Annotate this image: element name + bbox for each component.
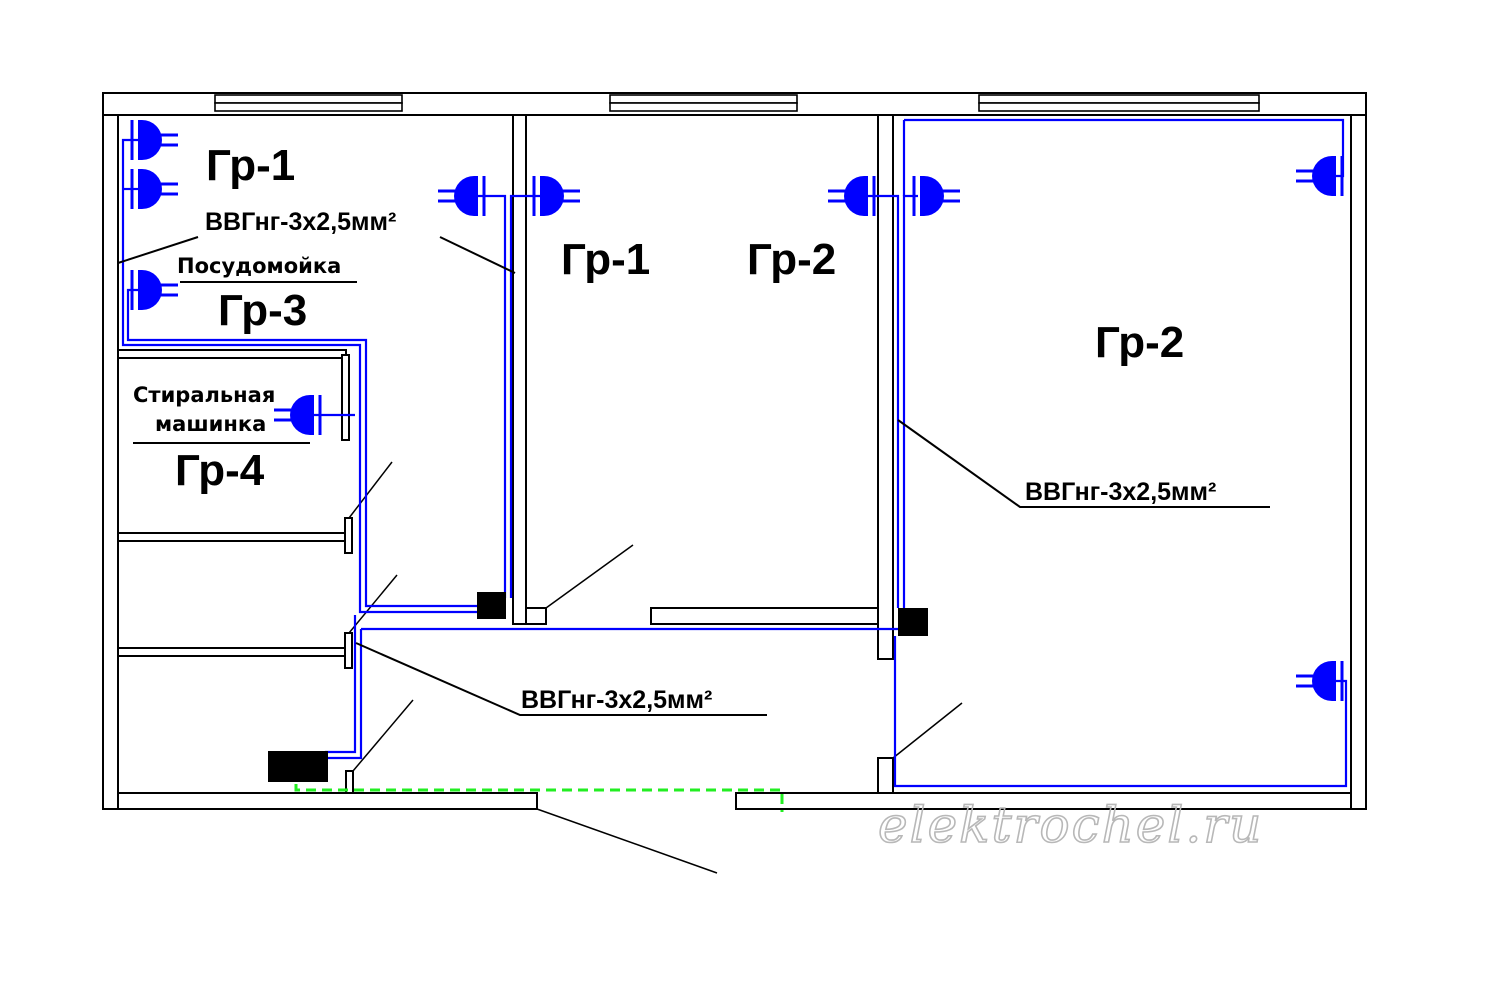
group-label: Гр-1 — [206, 141, 295, 190]
group-label: Гр-1 — [561, 235, 650, 284]
watermark: elektrochel.ru — [878, 796, 1263, 854]
group-label: Гр-4 — [175, 446, 265, 495]
labels: Гр-1 Гр-1 Гр-2 Гр-2 Гр-3 Гр-4 Посудомойк… — [133, 141, 1263, 855]
cable-label: ВВГнг-3х2,5мм² — [521, 686, 712, 714]
group-label: Гр-2 — [1095, 318, 1184, 367]
group-label: Гр-3 — [218, 286, 307, 335]
windows — [214, 94, 1260, 112]
junction-box-icon — [477, 592, 506, 619]
outer-walls — [102, 92, 1367, 810]
dishwasher-label: Посудомойка — [177, 254, 341, 278]
electrical-panel-icon — [268, 751, 328, 782]
interior-walls — [117, 114, 894, 794]
junction-boxes — [268, 592, 928, 782]
cable-label: ВВГнг-3х2,5мм² — [205, 208, 396, 236]
cable-label: ВВГнг-3х2,5мм² — [1025, 478, 1216, 506]
wiring — [121, 118, 1348, 788]
junction-box-icon — [898, 608, 928, 636]
door-swings — [348, 461, 963, 874]
dashed-route — [294, 784, 784, 812]
group-label: Гр-2 — [747, 235, 836, 284]
washer-label-line2: машинка — [155, 412, 266, 436]
washer-label-line1: Стиральная — [133, 383, 275, 407]
leader-lines — [117, 236, 1270, 716]
